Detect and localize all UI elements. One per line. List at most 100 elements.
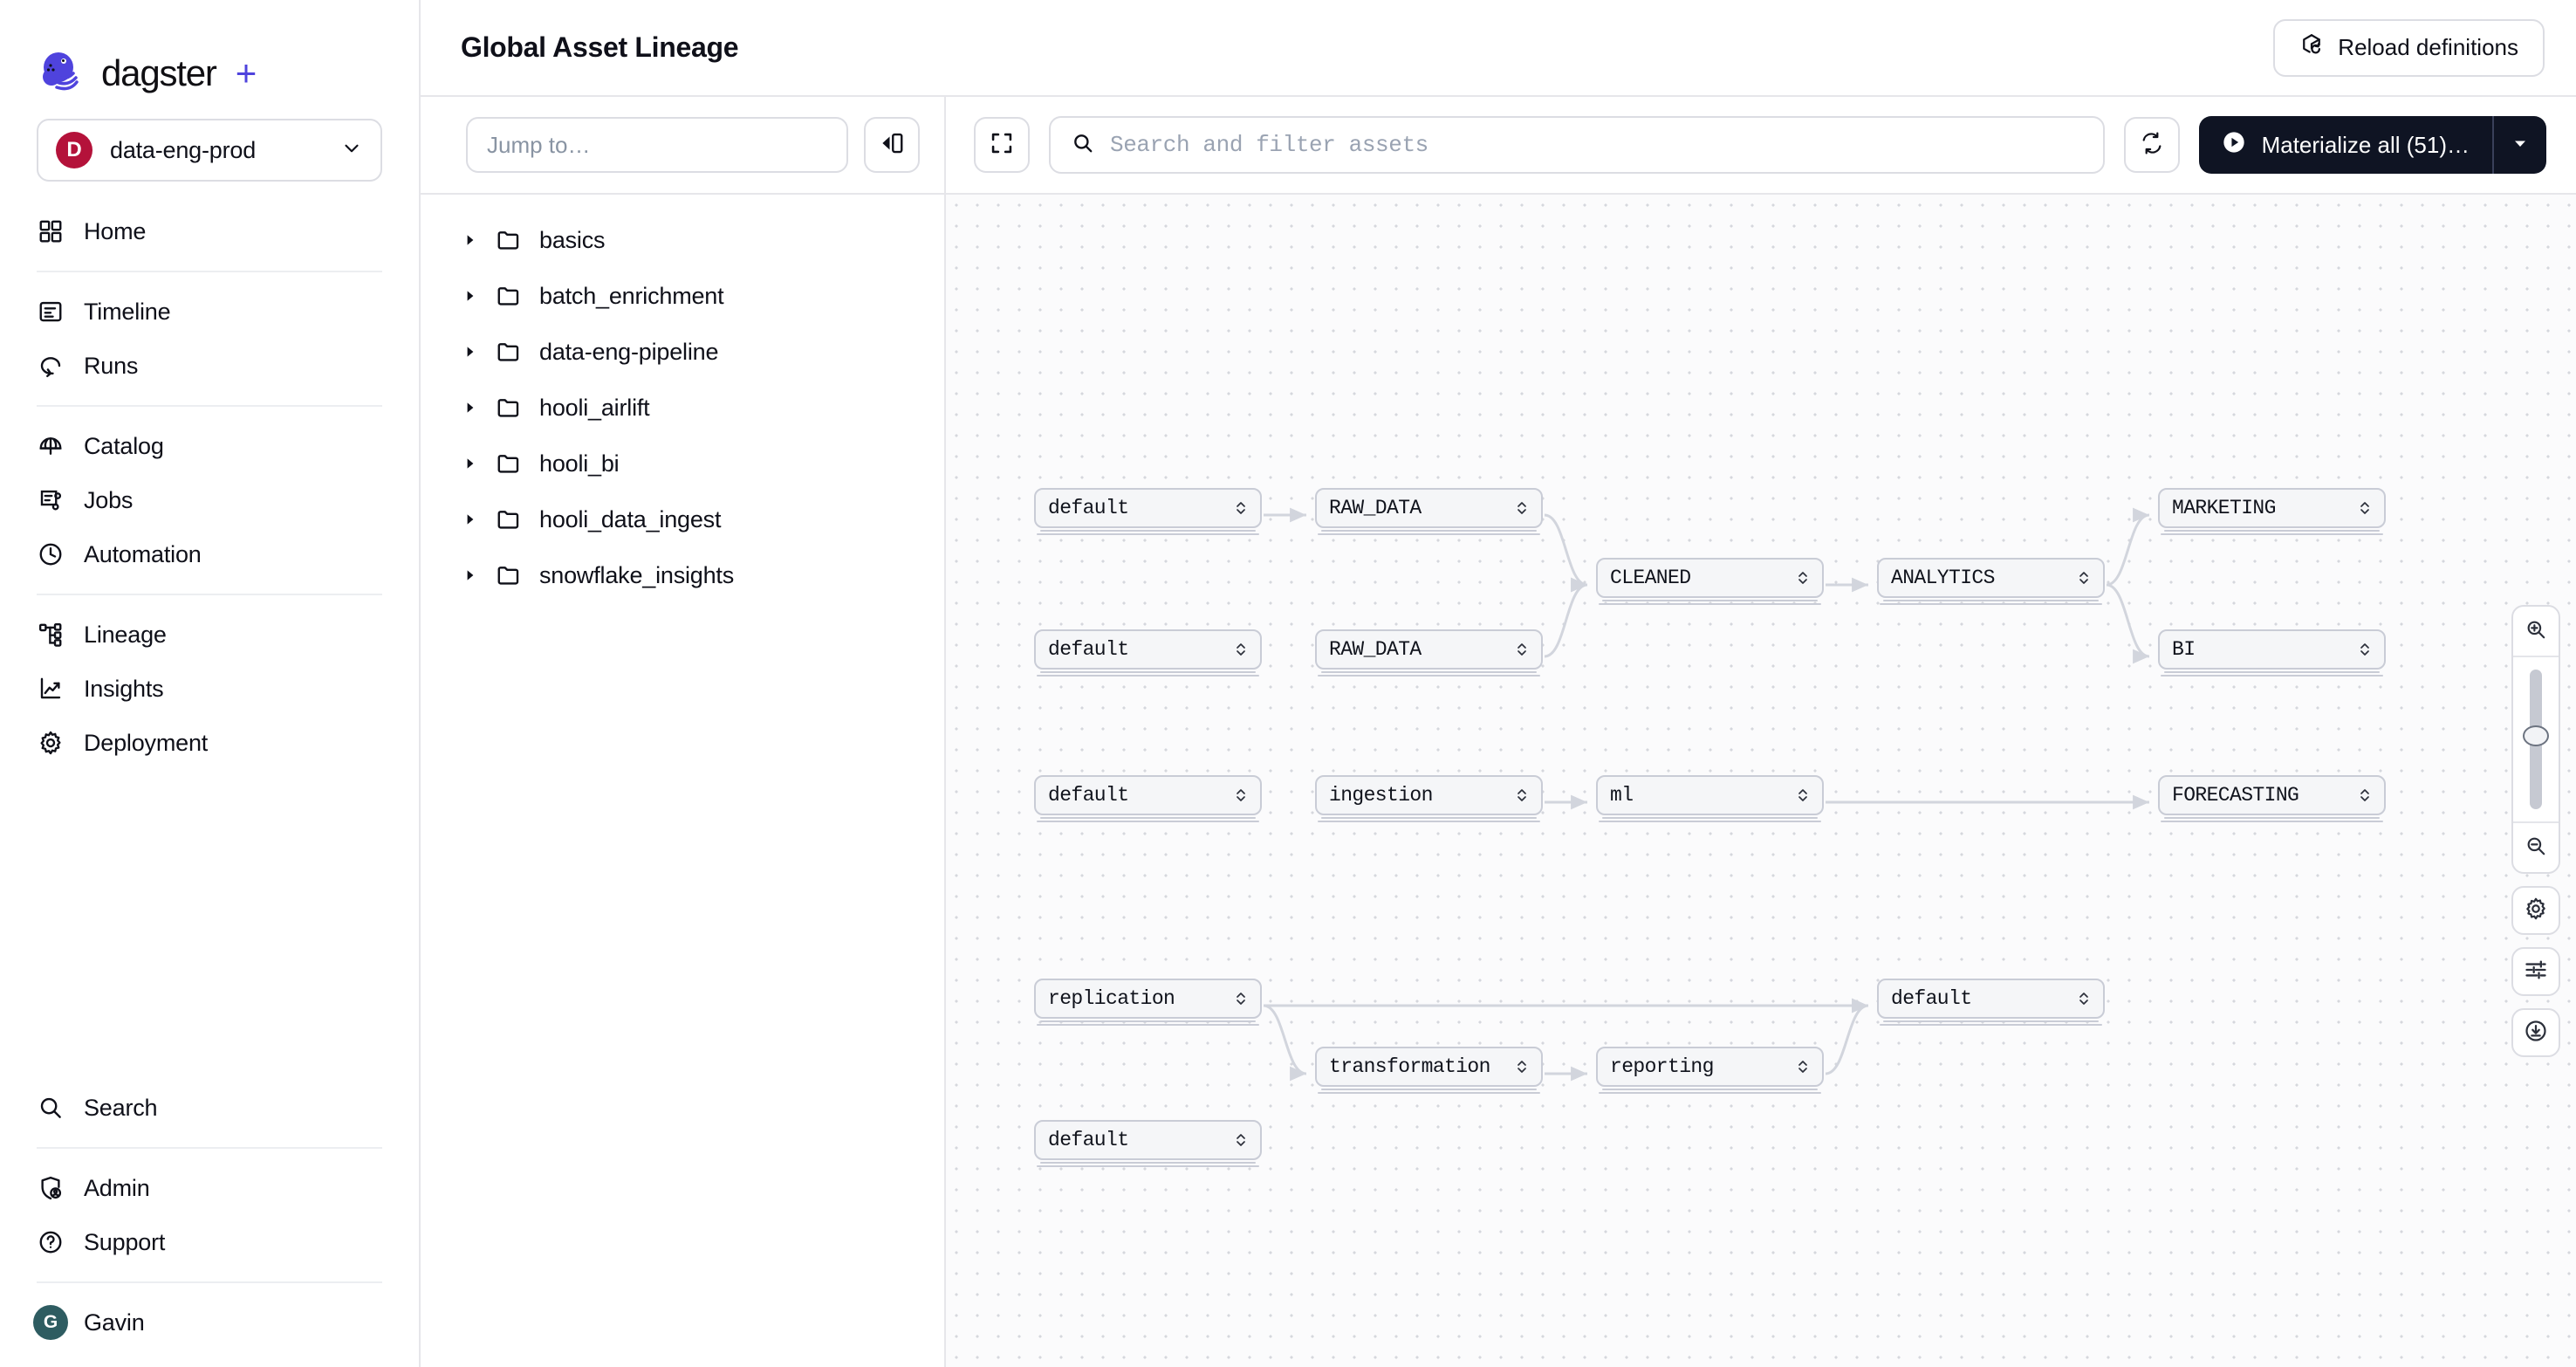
graph-node-stack-line [1883,600,2099,601]
expand-collapse-chevrons-icon[interactable] [1796,568,1810,587]
caret-right-icon[interactable] [461,567,480,583]
deployment-selector[interactable]: D data-eng-prod [37,119,382,182]
sidebar-item-search[interactable]: Search [0,1081,419,1135]
graph-node-stack-line [1037,1165,1259,1167]
sidebar-item-insights[interactable]: Insights [0,662,419,716]
refresh-button[interactable] [2123,117,2180,173]
page-title: Global Asset Lineage [461,31,739,63]
materialize-dropdown-button[interactable] [2494,116,2546,174]
sidebar-item-user[interactable]: G Gavin [0,1295,419,1350]
expand-collapse-chevrons-icon[interactable] [1234,989,1248,1008]
graph-node[interactable]: RAW_DATA [1315,629,1543,670]
graph-node[interactable]: default [1034,488,1262,528]
nav-divider [37,405,382,407]
materialize-main[interactable]: Materialize all (51)… [2199,116,2492,174]
asset-group-tree[interactable]: basics batch_enrichment data-eng-pipelin… [421,195,946,1367]
expand-collapse-chevrons-icon[interactable] [2358,498,2372,518]
graph-node-stack-line [1040,817,1256,819]
tree-item[interactable]: basics [421,212,944,268]
expand-collapse-chevrons-icon[interactable] [1515,1057,1529,1076]
fullscreen-button[interactable] [974,117,1030,173]
graph-filters-button[interactable] [2511,947,2560,996]
graph-node-label: replication [1048,987,1175,1010]
shield-user-icon [37,1174,65,1202]
expand-collapse-chevrons-icon[interactable] [2358,786,2372,805]
expand-collapse-chevrons-icon[interactable] [1796,786,1810,805]
sidebar-item-label: Lineage [84,621,167,648]
graph-node[interactable]: ml [1596,775,1824,815]
expand-collapse-chevrons-icon[interactable] [1515,498,1529,518]
zoom-slider[interactable] [2513,657,2559,821]
graph-node[interactable]: FORECASTING [2158,775,2386,815]
sidebar-item-runs[interactable]: Runs [0,339,419,393]
tree-item[interactable]: hooli_airlift [421,380,944,436]
graph-node[interactable]: ANALYTICS [1877,558,2105,598]
graph-settings-button[interactable] [2511,886,2560,935]
jump-to-input[interactable] [466,117,848,173]
question-circle-icon [37,1228,65,1256]
reload-definitions-label: Reload definitions [2338,34,2518,60]
expand-collapse-chevrons-icon[interactable] [1234,786,1248,805]
graph-node[interactable]: default [1034,775,1262,815]
zoom-out-button[interactable] [2513,823,2559,872]
search-input[interactable] [1110,132,2082,158]
caret-right-icon[interactable] [461,232,480,248]
sidebar-item-deployment[interactable]: Deployment [0,716,419,770]
expand-collapse-chevrons-icon[interactable] [1796,1057,1810,1076]
zoom-in-button[interactable] [2513,607,2559,656]
tree-item[interactable]: snowflake_insights [421,547,944,603]
sidebar-item-lineage[interactable]: Lineage [0,608,419,662]
zoom-slider-handle[interactable] [2523,725,2549,746]
tree-item[interactable]: hooli_bi [421,436,944,491]
graph-node[interactable]: default [1034,629,1262,670]
brand[interactable]: dagster + [0,0,419,110]
expand-collapse-chevrons-icon[interactable] [2358,640,2372,659]
expand-collapse-chevrons-icon[interactable] [1515,786,1529,805]
graph-node-stack-line [1880,603,2102,605]
graph-node[interactable]: CLEANED [1596,558,1824,598]
collapse-panel-button[interactable] [864,117,920,173]
expand-collapse-chevrons-icon[interactable] [1515,640,1529,659]
graph-download-button[interactable] [2511,1008,2560,1057]
reload-definitions-button[interactable]: Reload definitions [2273,18,2545,77]
sliders-icon [2524,958,2548,986]
sidebar-item-support[interactable]: Support [0,1215,419,1269]
tree-item[interactable]: hooli_data_ingest [421,491,944,547]
expand-collapse-chevrons-icon[interactable] [1234,1130,1248,1150]
graph-node-stack-line [1037,821,1259,822]
graph-node[interactable]: default [1877,979,2105,1019]
caret-right-icon[interactable] [461,288,480,304]
tree-item[interactable]: batch_enrichment [421,268,944,324]
graph-node[interactable]: default [1034,1120,1262,1160]
sidebar-item-automation[interactable]: Automation [0,527,419,581]
graph-node-stack-line [1602,817,1818,819]
caret-right-icon[interactable] [461,512,480,527]
graph-node[interactable]: reporting [1596,1047,1824,1087]
caret-right-icon[interactable] [461,456,480,471]
graph-node[interactable]: replication [1034,979,1262,1019]
expand-collapse-chevrons-icon[interactable] [1234,498,1248,518]
sidebar-item-jobs[interactable]: Jobs [0,473,419,527]
asset-search-field[interactable] [1049,116,2105,174]
graph-node-label: default [1048,1129,1129,1151]
graph-node[interactable]: ingestion [1315,775,1543,815]
sidebar-item-admin[interactable]: Admin [0,1161,419,1215]
graph-node[interactable]: BI [2158,629,2386,670]
expand-collapse-chevrons-icon[interactable] [2077,568,2091,587]
caret-right-icon[interactable] [461,400,480,416]
expand-collapse-chevrons-icon[interactable] [1234,640,1248,659]
sidebar-item-timeline[interactable]: Timeline [0,285,419,339]
folder-icon [496,506,524,532]
graph-edge [2106,507,2150,587]
expand-collapse-chevrons-icon[interactable] [2077,989,2091,1008]
graph-node[interactable]: MARKETING [2158,488,2386,528]
materialize-all-button[interactable]: Materialize all (51)… [2198,116,2546,174]
sidebar-item-home[interactable]: Home [0,204,419,258]
tree-item[interactable]: data-eng-pipeline [421,324,944,380]
graph-node[interactable]: transformation [1315,1047,1543,1087]
sidebar-item-catalog[interactable]: Catalog [0,419,419,473]
graph-node[interactable]: RAW_DATA [1315,488,1543,528]
caret-right-icon[interactable] [461,344,480,360]
